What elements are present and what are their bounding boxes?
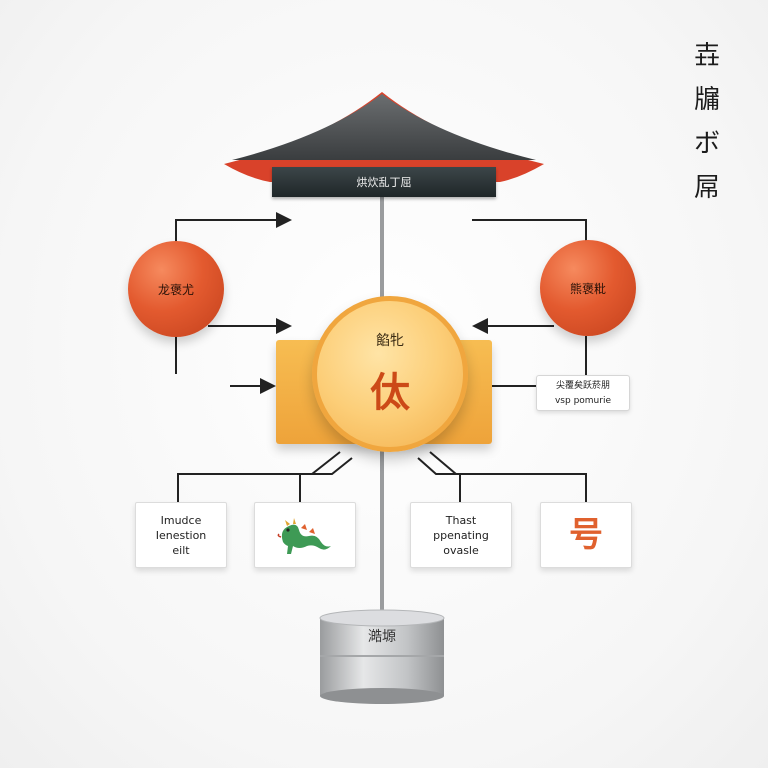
title-char-2: 牖 bbox=[693, 85, 720, 115]
pagoda-roof bbox=[224, 92, 544, 182]
roof-banner[interactable]: 烘炊乱丁屈 bbox=[272, 167, 496, 197]
branch-card-1 bbox=[177, 451, 341, 502]
card-3-line-1: Thast bbox=[445, 513, 477, 527]
arrow-left-top bbox=[175, 212, 292, 244]
card-1-line-2: Ienestion bbox=[155, 528, 207, 542]
core-sub-label: 餡牝 bbox=[376, 333, 404, 349]
core-disc[interactable] bbox=[312, 296, 468, 452]
card-3-line-3: ovasle bbox=[443, 543, 479, 557]
card-4-glyph: 号 bbox=[569, 514, 603, 555]
title-char-3: ボ bbox=[693, 129, 720, 159]
info-box[interactable]: 尖覆矣跃菸朋 vsp pomurie bbox=[536, 375, 630, 411]
cylinder-base bbox=[319, 609, 445, 704]
sphere-right-label: 熊褒粃 bbox=[569, 281, 606, 296]
sphere-left-label: 龙褒尤 bbox=[157, 282, 194, 297]
branch-card-4 bbox=[429, 451, 587, 502]
card-1-line-3: eilt bbox=[172, 543, 190, 557]
card-glyph[interactable]: 号 bbox=[540, 502, 632, 568]
line-right-top bbox=[472, 219, 587, 242]
title-char-4: 屌 bbox=[693, 173, 720, 203]
branch-card-3 bbox=[417, 457, 461, 502]
card-text-3[interactable]: Thast ppenating ovasle bbox=[410, 502, 512, 568]
sphere-right-node[interactable]: 熊褒粃 bbox=[540, 240, 636, 336]
title-char-1: 壵 bbox=[693, 41, 720, 71]
core-main-glyph: 㑀 bbox=[370, 369, 410, 416]
card-text-1[interactable]: Imudce Ienestion eilt bbox=[135, 502, 227, 568]
card-1-line-1: Imudce bbox=[160, 513, 202, 527]
base-label: 澔塬 bbox=[368, 629, 396, 645]
info-box-line-2: vsp pomurie bbox=[554, 396, 612, 406]
dragon-icon bbox=[277, 518, 331, 554]
branch-card-2 bbox=[299, 457, 353, 502]
sphere-left-node[interactable]: 龙褒尤 bbox=[128, 241, 224, 337]
info-box-line-1: 尖覆矣跃菸朋 bbox=[555, 381, 610, 391]
card-3-line-2: ppenating bbox=[433, 528, 489, 542]
card-dragon[interactable] bbox=[254, 502, 356, 568]
vertical-title: 壵 牖 ボ 屌 bbox=[682, 34, 732, 210]
